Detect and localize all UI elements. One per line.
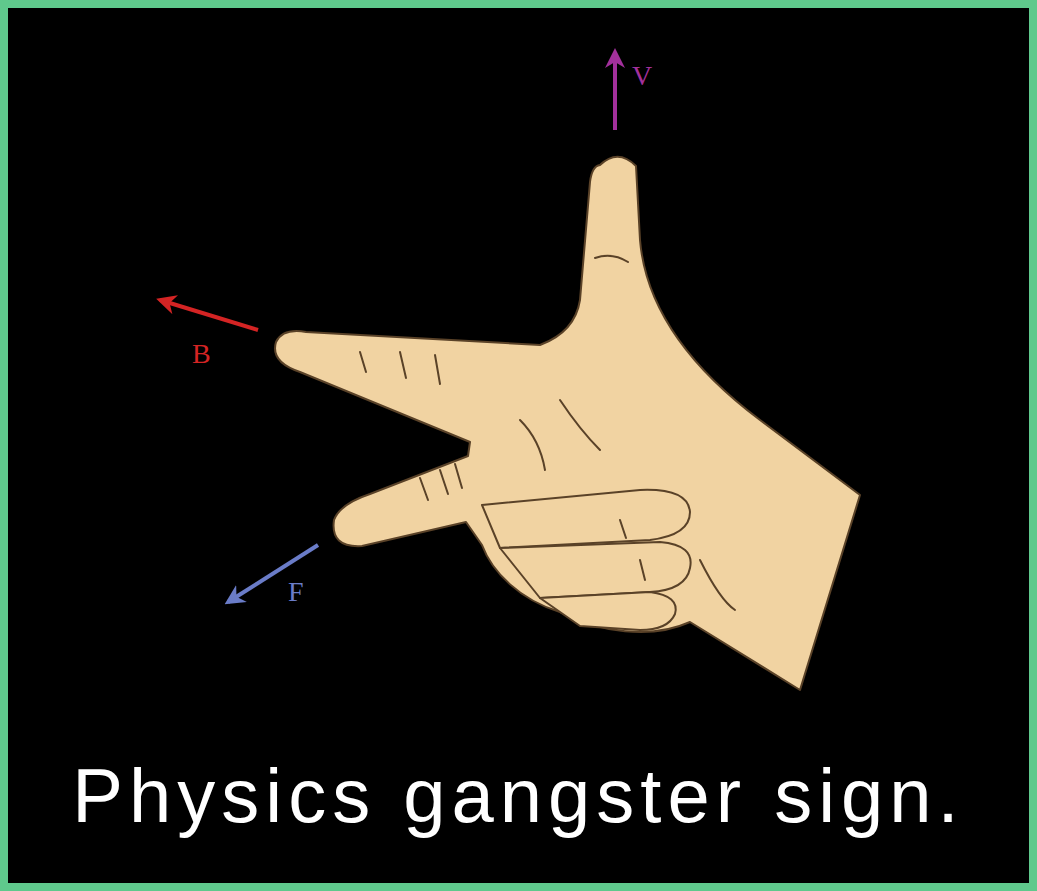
crease bbox=[520, 400, 645, 580]
force-arrow bbox=[228, 545, 318, 602]
curled-finger bbox=[540, 592, 676, 630]
crease bbox=[360, 352, 440, 384]
velocity-label: V bbox=[632, 62, 652, 90]
field-label: B bbox=[192, 340, 211, 368]
crease bbox=[595, 256, 628, 262]
field-arrow bbox=[160, 300, 258, 330]
velocity-arrow bbox=[613, 52, 617, 130]
curled-finger bbox=[500, 542, 691, 598]
hand-outline bbox=[275, 157, 860, 690]
hand bbox=[275, 157, 860, 690]
crease bbox=[700, 560, 735, 610]
caption: Physics gangster sign. bbox=[72, 758, 964, 834]
force-label: F bbox=[288, 578, 304, 606]
curled-finger bbox=[482, 490, 690, 548]
crease bbox=[420, 464, 462, 500]
